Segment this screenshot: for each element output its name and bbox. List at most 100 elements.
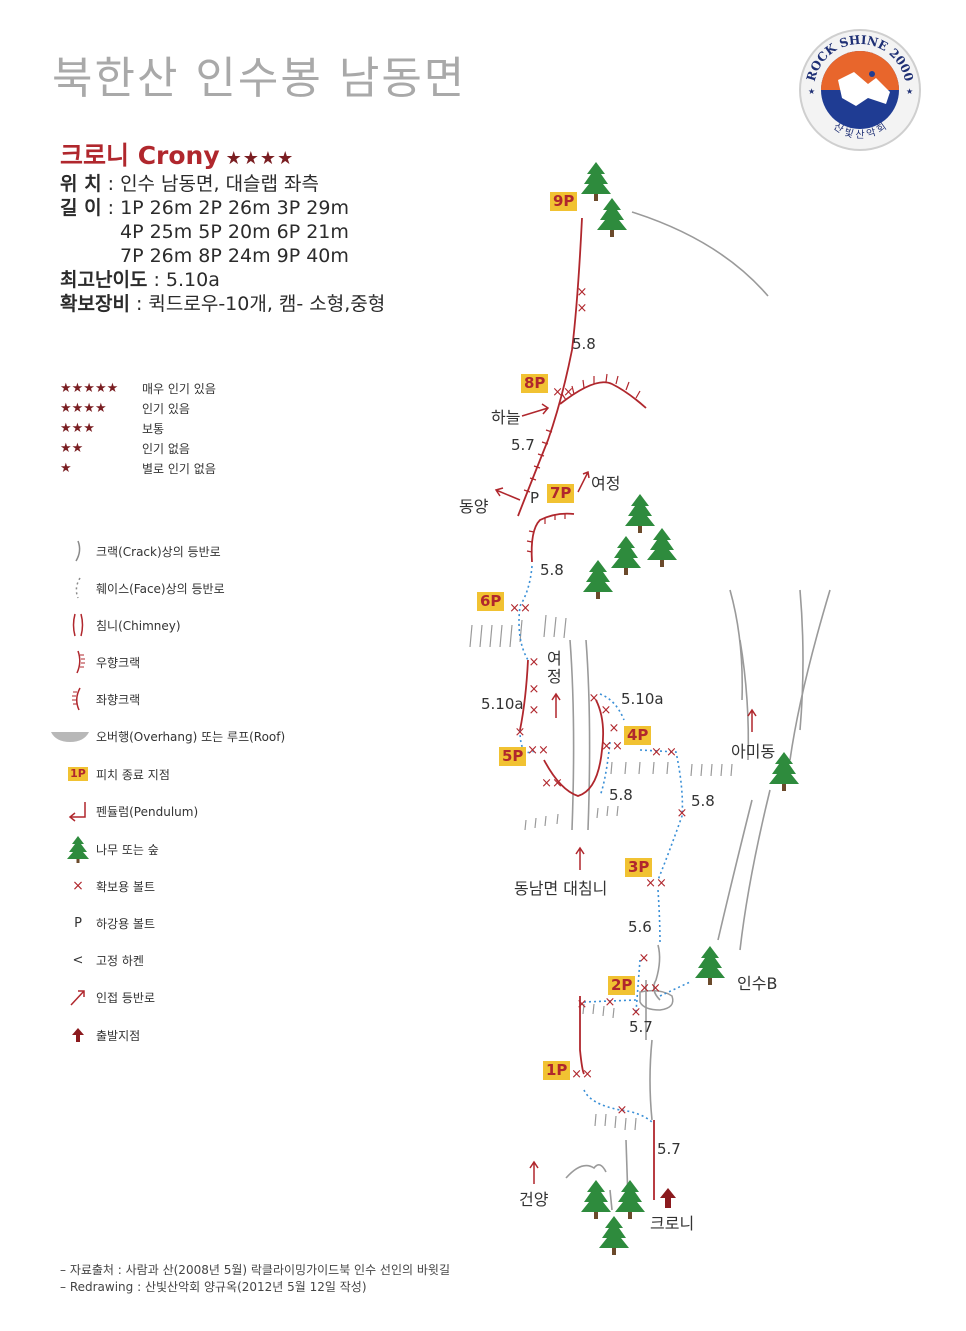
svg-text:×: ×: [605, 995, 616, 1010]
svg-text:××: ××: [645, 876, 667, 891]
label-haneul: 하늘: [491, 408, 521, 427]
symbol-label: 훼이스(Face)상의 등반로: [96, 581, 225, 596]
rating-stars: ★★★★: [60, 400, 107, 416]
symbol-legend-row: 출발지점: [60, 1025, 140, 1045]
svg-text:××: ××: [639, 981, 661, 996]
left-crack-icon: [60, 687, 96, 711]
start-point-icon: [60, 1027, 96, 1043]
rock-features: [565, 211, 831, 1211]
svg-text:×: ×: [529, 655, 540, 670]
anchor-bolt-icon: ×: [72, 878, 84, 894]
label-amidong: 아미동: [731, 742, 776, 761]
grade-label: 5.10a: [481, 695, 524, 713]
grade-label: 5.8: [572, 335, 596, 353]
grade-label: 5.8: [691, 792, 715, 810]
symbol-legend-row: 나무 또는 숲: [60, 836, 159, 863]
ledge-2p: [639, 989, 674, 1011]
symbol-label: 나무 또는 숲: [96, 842, 159, 857]
length-line-2: 4P 25m 5P 20m 6P 21m: [120, 221, 349, 243]
symbol-label: 크랙(Crack)상의 등반로: [96, 544, 221, 559]
svg-text:×: ×: [589, 691, 600, 706]
rating-legend-row: ★★★★★ 매우 인기 있음: [60, 378, 216, 398]
club-logo: ROCK SHINE 2000 산 빛 산 악 회 ★ ★: [798, 28, 922, 152]
label-yeojeong: 여정: [591, 474, 621, 493]
overhang-icon: [44, 728, 96, 744]
pitch-badge-1p: 1P: [543, 1061, 571, 1080]
crack-line-icon: [60, 540, 96, 562]
gear-value: 퀵드로우-10개, 캠- 소형,중형: [148, 293, 386, 315]
pitch-badge-8p: 8P: [521, 374, 549, 393]
symbol-legend-row: 펜듈럼(Pendulum): [60, 801, 198, 822]
pitch-badge-9p: 9P: [550, 192, 578, 211]
rating-stars: ★: [60, 460, 72, 476]
pitch-badge-5p: 5P: [499, 747, 527, 766]
length-label: 길 이: [60, 197, 102, 219]
adjacent-route-icon: [60, 987, 96, 1007]
rating-legend-row: ★★★ 보통: [60, 418, 164, 438]
symbol-legend-row: 크랙(Crack)상의 등반로: [60, 540, 221, 562]
length-line-3: 7P 26m 8P 24m 9P 40m: [120, 245, 349, 267]
route-name-text: 크로니 Crony: [60, 141, 220, 170]
length-row: 길 이 : 1P 26m 2P 26m 3P 29m: [60, 197, 349, 219]
rating-legend-row: ★★ 인기 없음: [60, 438, 190, 458]
rating-stars: ★★★: [60, 420, 95, 436]
anchor-bolts: ×× ×× ×× ××× × ×× ×× ××× ×× × × × ×× × ×…: [509, 285, 687, 1118]
chimney-icon: [60, 613, 96, 637]
location-label: 위 치: [60, 173, 102, 195]
right-crack-icon: [60, 650, 96, 674]
symbol-label: 확보용 볼트: [96, 879, 156, 894]
location-row: 위 치 : 인수 남동면, 대슬랩 좌측: [60, 173, 320, 195]
grade-label: 5.8: [540, 561, 564, 579]
grade-label: 5.7: [629, 1018, 653, 1036]
symbol-label: 오버행(Overhang) 또는 루프(Roof): [96, 729, 286, 744]
route-stars: ★★★★: [225, 148, 295, 169]
svg-text:×: ×: [515, 725, 526, 740]
rating-legend-row: ★★★★ 인기 있음: [60, 398, 190, 418]
svg-text:×: ×: [677, 806, 688, 821]
trees: [581, 162, 799, 1255]
svg-text:×: ×: [601, 703, 612, 718]
symbol-legend-row: < 고정 하켄: [60, 950, 144, 970]
svg-text:×: ×: [631, 1005, 642, 1020]
grade-label: 5.6: [628, 918, 652, 936]
svg-text:××: ××: [601, 739, 623, 754]
label-dongyang: 동양: [459, 497, 489, 516]
rating-stars: ★★: [60, 440, 84, 456]
pitch-badge-4p: 4P: [624, 726, 652, 745]
rating-label: 보통: [142, 421, 165, 436]
symbol-legend-row: 1P 피치 종료 지점: [60, 764, 170, 784]
svg-text:★: ★: [906, 87, 913, 96]
symbol-label: 피치 종료 지점: [96, 767, 170, 782]
symbol-legend-row: P 하강용 볼트: [60, 913, 155, 933]
face-line-icon: [60, 577, 96, 599]
rating-label: 별로 인기 없음: [142, 461, 216, 476]
symbol-legend-row: 침니(Chimney): [60, 613, 181, 637]
pitch-badge-6p: 6P: [477, 592, 505, 611]
fixed-hanger-icon: <: [72, 952, 84, 968]
symbol-label: 침니(Chimney): [96, 618, 181, 633]
rating-stars: ★★★★★: [60, 380, 119, 396]
svg-text:×: ×: [609, 721, 620, 736]
length-line-1: 1P 26m 2P 26m 3P 29m: [120, 197, 349, 219]
svg-text:××: ××: [509, 601, 531, 616]
grade-label: 5.7: [511, 436, 535, 454]
rating-label: 매우 인기 있음: [142, 381, 216, 396]
svg-text:××: ××: [527, 743, 549, 758]
symbol-legend-row: 오버행(Overhang) 또는 루프(Roof): [44, 726, 285, 746]
symbol-label: 좌향크랙: [96, 692, 141, 707]
symbol-label: 출발지점: [96, 1028, 141, 1043]
grade-label: 5.8: [609, 786, 633, 804]
route-name: 크로니 Crony★★★★: [60, 136, 294, 172]
symbol-label: 고정 하켄: [96, 953, 144, 968]
grade-label: 5.10a: [621, 690, 664, 708]
grade-label: 5.7: [657, 1140, 681, 1158]
max-grade-value: 5.10a: [165, 269, 220, 291]
footer-credits: – 자료출처 : 사람과 산(2008년 5월) 락클라이밍가이드북 인수 선인…: [60, 1262, 450, 1296]
svg-text:×: ×: [639, 951, 650, 966]
max-grade-label: 최고난이도: [60, 269, 148, 291]
svg-text:×: ×: [577, 301, 588, 316]
svg-text:★: ★: [808, 87, 815, 96]
ledge-ticks: [469, 614, 733, 1131]
pitch-badge-7p: 7P: [547, 484, 575, 503]
